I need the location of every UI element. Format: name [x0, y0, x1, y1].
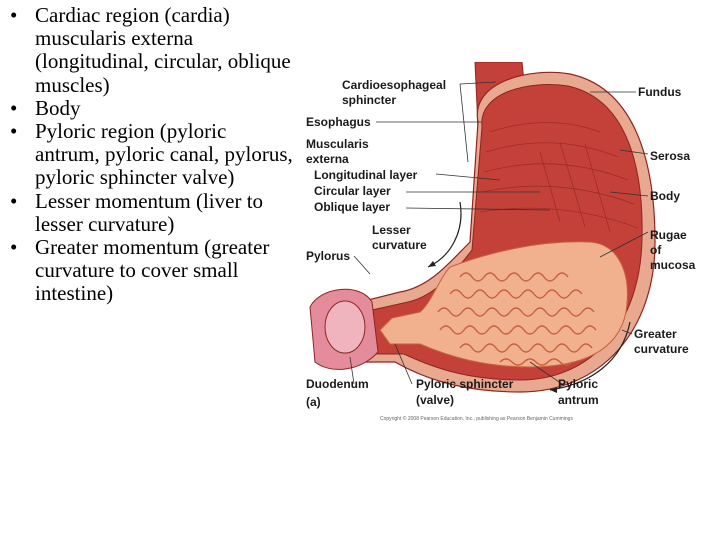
label-rugae-2: of: [650, 243, 662, 257]
label-body: Body: [650, 189, 680, 203]
label-greater-1: Greater: [634, 327, 677, 341]
greater-curvature-arrow: [549, 321, 631, 391]
label-rugae-3: mucosa: [650, 258, 696, 272]
rugae-folds: [437, 272, 597, 366]
bullet-glyph: •: [10, 95, 18, 120]
bullet-glyph: •: [10, 235, 18, 260]
label-muscularis-2: externa: [306, 152, 349, 166]
label-part-a: (a): [306, 395, 321, 409]
bullet-text: Greater momentum (greater curvature to c…: [35, 235, 270, 306]
label-cardioesophageal-1: Cardioesophageal: [342, 78, 446, 92]
lesser-curvature-arrowhead: [428, 261, 436, 267]
bullet-text: Cardiac region (cardia) muscularis exter…: [35, 3, 291, 97]
muscle-striations: [479, 122, 639, 233]
bullet-glyph: •: [10, 3, 18, 27]
label-oblique: Oblique layer: [314, 200, 390, 214]
label-cardioesophageal-2: sphincter: [342, 93, 396, 107]
bullet-glyph: •: [10, 188, 18, 213]
stomach-figure: Cardioesophageal sphincter Fundus Esopha…: [300, 62, 700, 427]
bullet-text: Lesser momentum (liver to lesser curvatu…: [35, 188, 264, 236]
label-esophagus: Esophagus: [306, 115, 371, 129]
bullet-item: • Pyloric region (pyloric antrum, pyloric…: [6, 119, 296, 190]
mucosa-surface: [379, 241, 628, 368]
label-muscularis-1: Muscularis: [306, 137, 369, 151]
label-lesser-1: Lesser: [372, 223, 411, 237]
bullet-item: • Lesser momentum (liver to lesser curvat…: [6, 188, 296, 236]
bullet-text: Body: [35, 95, 81, 120]
label-pyloric-sphincter-2: (valve): [416, 393, 454, 407]
greater-curvature-arrowhead: [550, 387, 557, 393]
label-circular: Circular layer: [314, 184, 391, 198]
bullet-list: • Cardiac region (cardia) muscularis exte…: [6, 3, 296, 306]
bullet-item: • Cardiac region (cardia) muscularis exte…: [6, 3, 296, 97]
stomach-diagram: Cardioesophageal sphincter Fundus Esopha…: [306, 62, 696, 422]
label-greater-2: curvature: [634, 342, 689, 356]
label-pyloric-antrum-2: antrum: [558, 393, 599, 407]
label-lesser-2: curvature: [372, 238, 427, 252]
label-rugae-1: Rugae: [650, 228, 687, 242]
label-duodenum: Duodenum: [306, 377, 369, 391]
label-longitudinal: Longitudinal layer: [314, 168, 418, 182]
label-serosa: Serosa: [650, 149, 690, 163]
bullet-text: Pyloric region (pyloric antrum, pyloric …: [35, 119, 293, 190]
label-pylorus: Pylorus: [306, 249, 350, 263]
pyloric-opening: [324, 300, 366, 354]
bullet-item: • Body: [6, 95, 296, 120]
label-pyloric-antrum-1: Pyloric: [558, 377, 598, 391]
bullet-glyph: •: [10, 119, 18, 144]
label-pyloric-sphincter-1: Pyloric sphincter: [416, 377, 514, 391]
copyright-notice: Copyright © 2008 Pearson Education, Inc.…: [380, 415, 573, 422]
bullet-item: • Greater momentum (greater curvature to …: [6, 235, 296, 306]
label-fundus: Fundus: [638, 85, 682, 99]
leader-lines: [349, 81, 649, 385]
